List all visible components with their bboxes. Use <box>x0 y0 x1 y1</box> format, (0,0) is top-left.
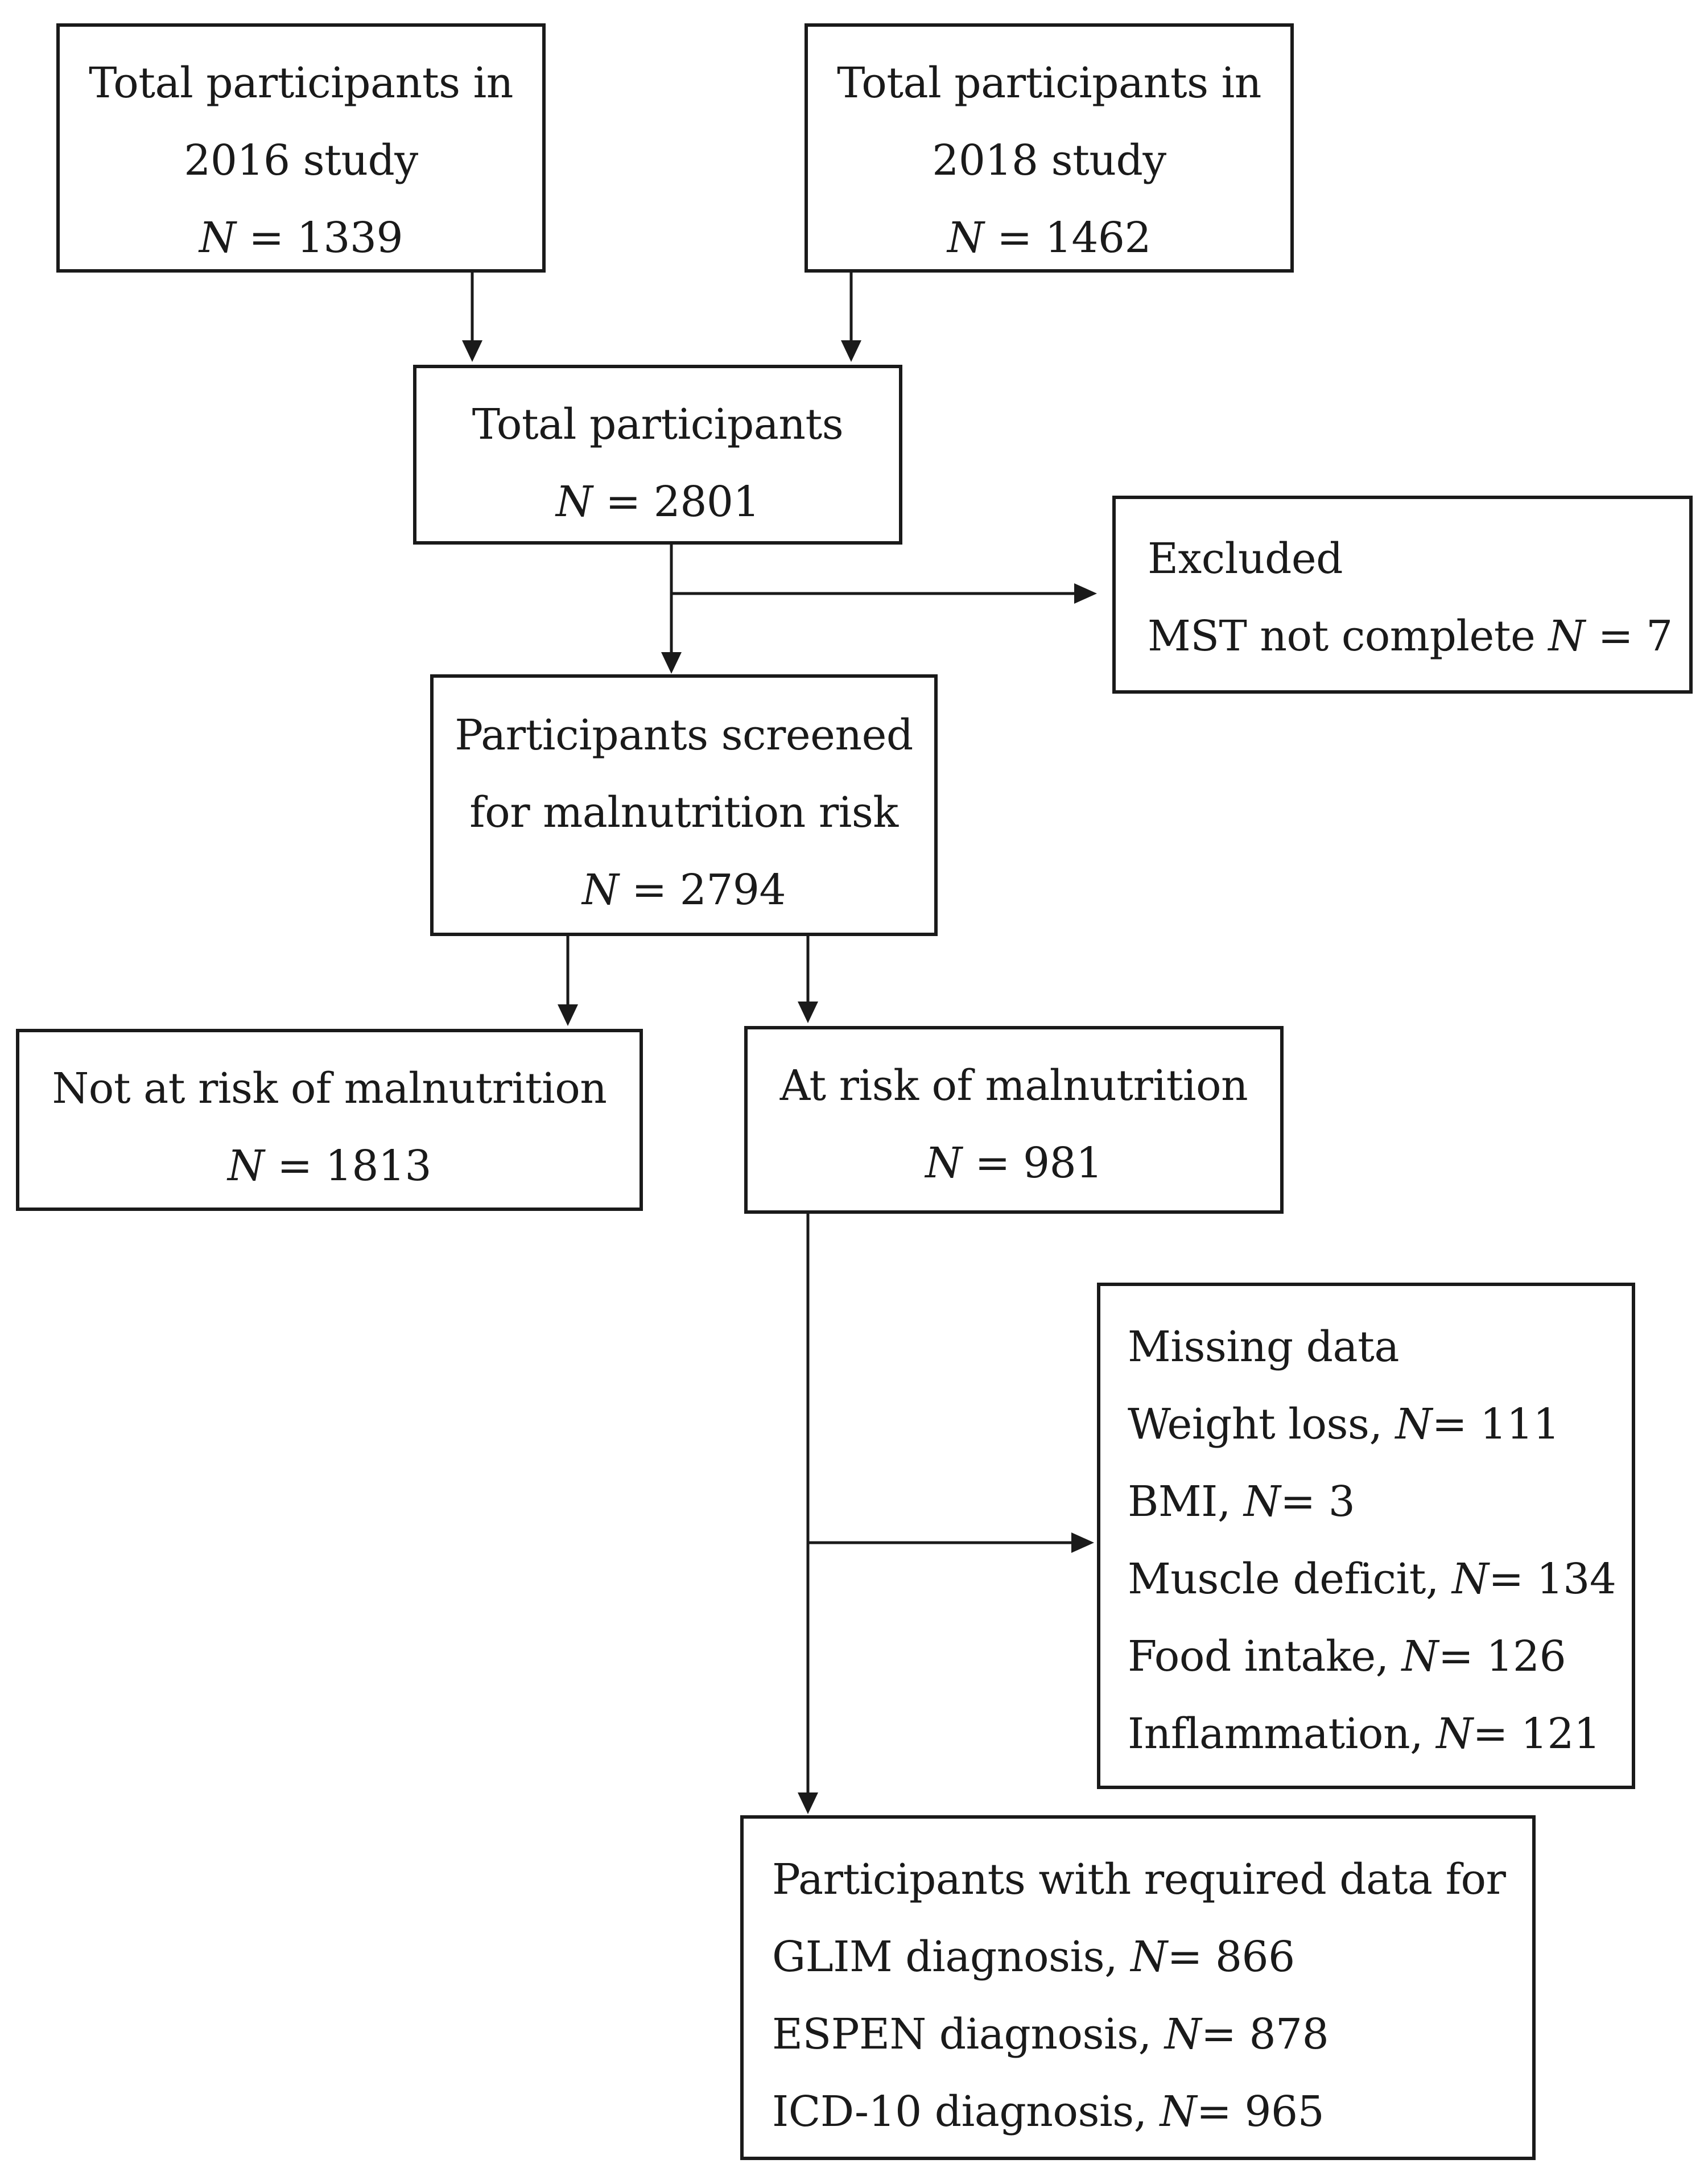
box-not-at-risk-n: N = 1813 <box>19 1145 640 1187</box>
n-symbol: N <box>925 1139 962 1188</box>
required-item-value: = 878 <box>1200 2010 1329 2059</box>
box-2016-study: Total participants in 2016 study N = 133… <box>56 23 546 273</box>
box-screened-n: N = 2794 <box>434 869 934 911</box>
required-item: GLIM diagnosis, N= 866 <box>772 1936 1295 1978</box>
missing-item-value: = 121 <box>1472 1709 1600 1758</box>
n-symbol: N <box>1160 2087 1197 2136</box>
arrowhead-at-risk <box>798 1002 818 1023</box>
box-screened-line1: Participants screened <box>455 711 913 760</box>
arrowhead-screened <box>661 652 682 674</box>
n-symbol: N <box>1164 2010 1202 2059</box>
box-excluded: Excluded MST not complete N = 7 <box>1112 496 1693 694</box>
missing-item-label: BMI, <box>1128 1477 1244 1526</box>
n-symbol: N <box>1548 612 1585 661</box>
missing-item: Muscle deficit, N= 134 <box>1128 1558 1616 1600</box>
n-symbol: N <box>555 477 593 526</box>
box-2016-line2: 2016 study <box>184 136 418 185</box>
box-not-at-risk: Not at risk of malnutrition N = 1813 <box>16 1029 643 1211</box>
n-symbol: N <box>947 213 984 262</box>
arrowhead-not-at-risk <box>558 1004 578 1026</box>
n-symbol: N <box>1395 1400 1433 1449</box>
box-2018-n-value: = 1462 <box>984 213 1152 262</box>
box-missing-data: Missing data Weight loss, N= 111 BMI, N=… <box>1097 1283 1635 1789</box>
n-symbol: N <box>1243 1477 1281 1526</box>
box-required-title: Participants with required data for <box>772 1855 1506 1904</box>
arrowhead-2018 <box>841 340 861 362</box>
arrowhead-excluded <box>1074 583 1097 604</box>
box-total-n-value: = 2801 <box>592 477 760 526</box>
arrowhead-missing <box>1071 1532 1094 1553</box>
box-total-participants: Total participants N = 2801 <box>413 365 902 545</box>
box-at-risk-line1: At risk of malnutrition <box>779 1061 1248 1110</box>
box-2018-n: N = 1462 <box>808 217 1290 259</box>
box-missing-title: Missing data <box>1128 1322 1399 1371</box>
box-excluded-title: Excluded <box>1148 534 1343 583</box>
required-item-label: ICD-10 diagnosis, <box>772 2087 1160 2136</box>
n-symbol: N <box>1436 1709 1473 1758</box>
n-symbol: N <box>1131 1932 1167 1981</box>
required-item: ESPEN diagnosis, N= 878 <box>772 2013 1329 2055</box>
missing-item-label: Muscle deficit, <box>1128 1555 1452 1604</box>
n-symbol: N <box>1401 1632 1439 1681</box>
required-item-label: ESPEN diagnosis, <box>772 2010 1165 2059</box>
missing-item: Weight loss, N= 111 <box>1128 1403 1560 1445</box>
n-symbol: N <box>227 1141 265 1190</box>
box-2016-line1: Total participants in <box>89 59 513 108</box>
n-symbol: N <box>199 213 236 262</box>
missing-item: BMI, N= 3 <box>1128 1481 1355 1523</box>
box-at-risk-n-value: = 981 <box>962 1139 1103 1188</box>
box-2016-n-value: = 1339 <box>236 213 403 262</box>
missing-item: Inflammation, N= 121 <box>1128 1713 1600 1755</box>
arrowhead-required <box>798 1792 818 1814</box>
missing-item-value: = 126 <box>1438 1632 1566 1681</box>
required-item-label: GLIM diagnosis, <box>772 1932 1131 1981</box>
required-item-value: = 965 <box>1196 2087 1325 2136</box>
box-2016-n: N = 1339 <box>60 217 542 259</box>
box-at-risk: At risk of malnutrition N = 981 <box>744 1026 1284 1214</box>
box-total-line1: Total participants <box>472 400 844 449</box>
missing-item-label: Food intake, <box>1128 1632 1402 1681</box>
box-excluded-reason: MST not complete <box>1148 612 1549 661</box>
box-2018-line1: Total participants in <box>837 59 1261 108</box>
box-screened-line2: for malnutrition risk <box>469 788 898 837</box>
box-screened: Participants screened for malnutrition r… <box>430 674 938 936</box>
missing-item: Food intake, N= 126 <box>1128 1635 1566 1678</box>
missing-item-label: Inflammation, <box>1128 1709 1437 1758</box>
missing-item-value: = 134 <box>1488 1555 1616 1604</box>
box-total-n: N = 2801 <box>416 481 899 523</box>
missing-item-value: = 3 <box>1280 1477 1355 1526</box>
box-screened-n-value: = 2794 <box>618 866 786 914</box>
arrowhead-2016 <box>462 340 482 362</box>
n-symbol: N <box>581 866 619 914</box>
box-excluded-n-value: = 7 <box>1585 612 1673 661</box>
missing-item-label: Weight loss, <box>1128 1400 1396 1449</box>
missing-item-value: = 111 <box>1431 1400 1560 1449</box>
required-item-value: = 866 <box>1167 1932 1295 1981</box>
box-2018-study: Total participants in 2018 study N = 146… <box>805 23 1294 273</box>
n-symbol: N <box>1451 1555 1489 1604</box>
box-not-at-risk-n-value: = 1813 <box>264 1141 432 1190</box>
box-not-at-risk-line1: Not at risk of malnutrition <box>52 1064 607 1113</box>
required-item: ICD-10 diagnosis, N= 965 <box>772 2091 1325 2133</box>
box-at-risk-n: N = 981 <box>748 1142 1280 1184</box>
box-excluded-detail: MST not complete N = 7 <box>1148 615 1673 657</box>
box-2018-line2: 2018 study <box>932 136 1166 185</box>
box-required-data: Participants with required data for GLIM… <box>740 1815 1536 2160</box>
